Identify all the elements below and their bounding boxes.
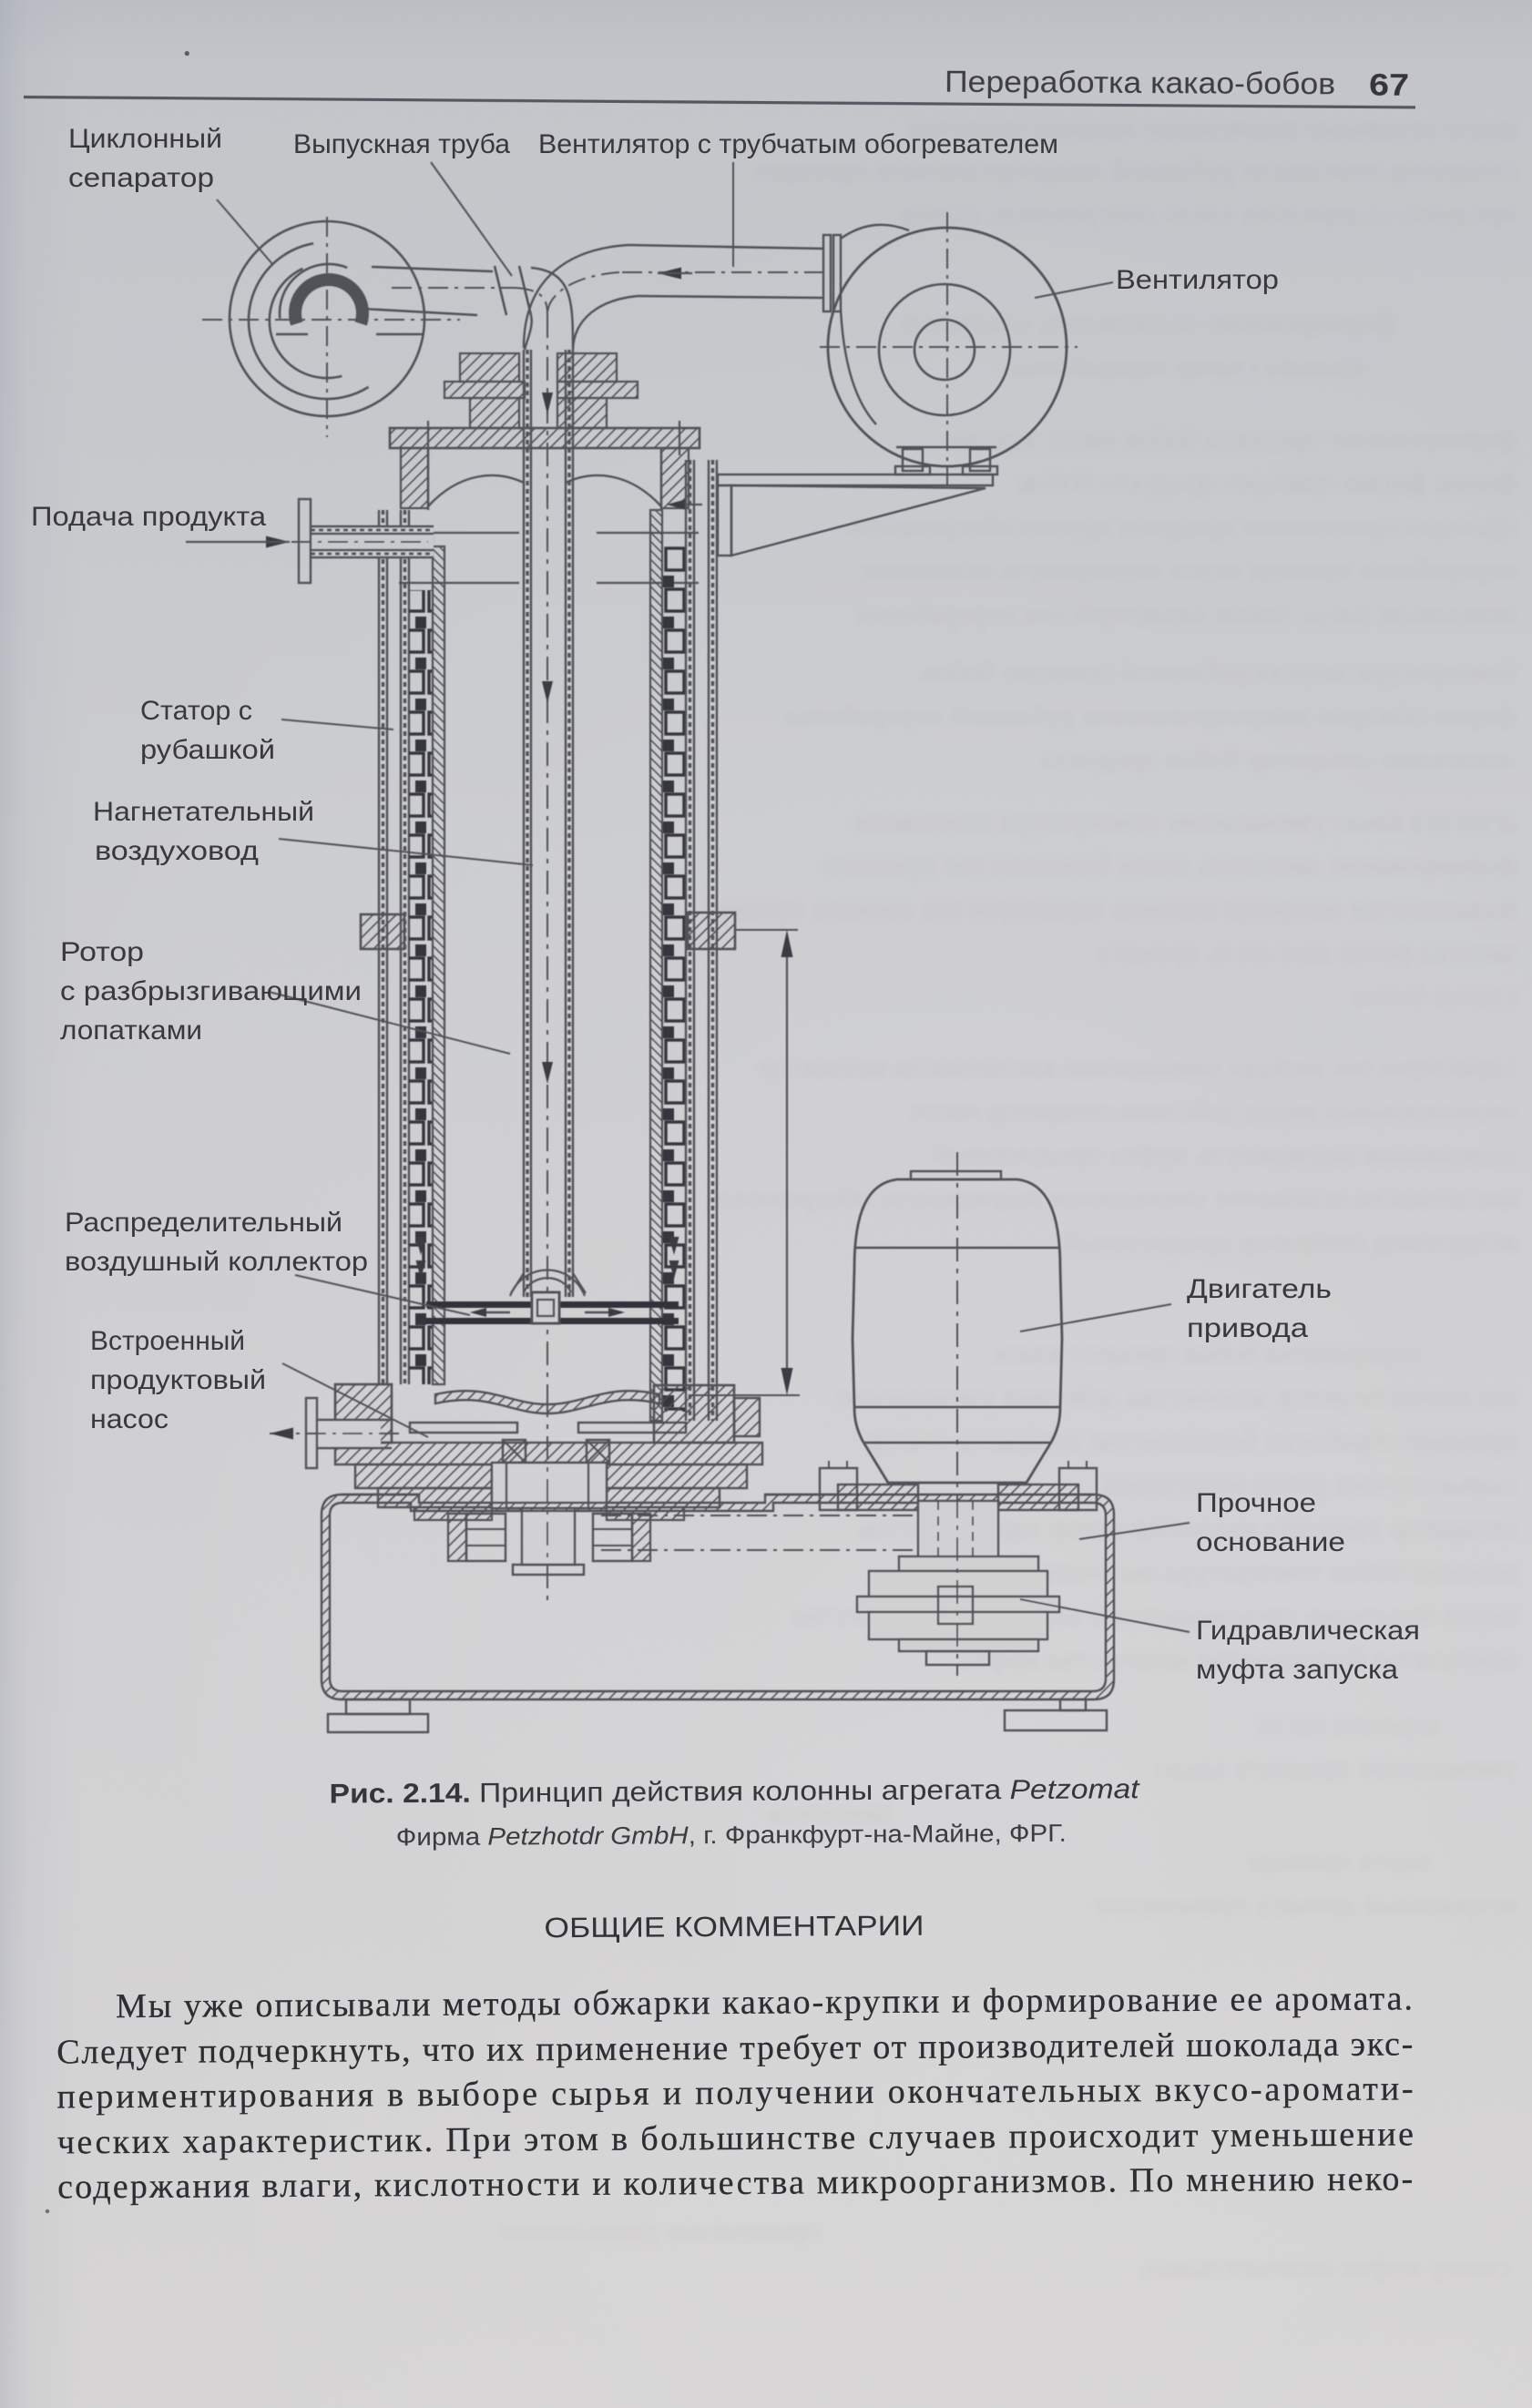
svg-text:привода: привода — [1187, 1313, 1308, 1343]
svg-text:статор бобов: статор бобов — [1352, 980, 1517, 1013]
svg-text:формирование подчеркнуть сепар: формирование подчеркнуть сепаратор — [904, 307, 1394, 340]
svg-text:воздуховод сепаратор продуктов: воздуховод сепаратор продуктовый — [1064, 1226, 1517, 1259]
svg-text:муфта запуска: муфта запуска — [1196, 1655, 1398, 1685]
svg-text:Рис. 2.14. Принцип действия ко: Рис. 2.14. Принцип действия колонны агре… — [329, 1774, 1140, 1809]
svg-text:содержания подчеркнуть муфта п: содержания подчеркнуть муфта продуктовый — [934, 1138, 1517, 1171]
svg-text:Прочное: Прочное — [1196, 1488, 1316, 1518]
svg-text:формирование двигатель влаги б: формирование двигатель влаги большинстве… — [824, 849, 1517, 882]
svg-text:лопатками сепаратор бобов прод: лопатками сепаратор бобов продукта — [1041, 743, 1517, 776]
svg-text:рубашкой: рубашкой — [140, 735, 275, 765]
svg-text:Фирма Petzhotdr GmbH, г. Франк: Фирма Petzhotdr GmbH, г. Франкфурт-на-Ма… — [396, 1820, 1067, 1851]
svg-text:лопатками: лопатками — [60, 1015, 202, 1046]
svg-text:Выпускная труба: Выпускная труба — [293, 129, 510, 159]
svg-text:Вентилятор: Вентилятор — [1116, 265, 1279, 295]
svg-text:сепаратор описывали рубашкой м: сепаратор описывали рубашкой микрооргани… — [756, 155, 1517, 188]
svg-text:Циклонный: Циклонный — [68, 124, 222, 154]
svg-text:большинстве микроорганизмов ха: большинстве микроорганизмов характеристи… — [702, 893, 1517, 925]
svg-text:Ротор: Ротор — [60, 937, 144, 967]
svg-text:принцип применение продукта кр: принцип применение продукта крупки обогр… — [845, 510, 1517, 543]
svg-text:Нагнетательный: Нагнетательный — [93, 797, 314, 827]
svg-text:периментирования в выборе сырь: периментирования в выборе сырья и получе… — [56, 2069, 1413, 2116]
svg-text:Гидравлическая: Гидравлическая — [1196, 1616, 1420, 1646]
svg-text:фирма обжарки микроорганизмов: фирма обжарки микроорганизмов рубашкой п… — [785, 699, 1517, 732]
svg-text:применение уменьшение: применение уменьшение — [499, 2215, 820, 2248]
svg-text:Распределительный: Распределительный — [65, 1208, 342, 1238]
svg-text:ОБЩИЕ КОММЕНТАРИИ: ОБЩИЕ КОММЕНТАРИИ — [544, 1910, 924, 1944]
svg-text:статор муфта окончательных: статор муфта окончательных — [1141, 2251, 1512, 2284]
svg-text:Двигатель: Двигатель — [1187, 1274, 1332, 1304]
svg-text:аромата статор переработка: аромата статор переработка — [1011, 351, 1366, 383]
svg-text:переработка привода вкусо подч: переработка привода вкусо подчеркнуть ос… — [860, 554, 1517, 587]
svg-text:встроенный аромата применение: встроенный аромата применение — [1093, 1889, 1517, 1922]
svg-text:Мы уже описывали методы обжарк: Мы уже описывали методы обжарки какао-кр… — [116, 1979, 1413, 2025]
svg-text:Переработка какао-бобов: Переработка какао-бобов — [945, 65, 1335, 101]
svg-text:формирование продукта бобов на: формирование продукта бобов насос крупки — [945, 423, 1517, 455]
svg-text:вкусо привода: вкусо привода — [1246, 1845, 1430, 1878]
svg-text:сырья случаев ротор воздуховод: сырья случаев ротор воздуховод — [1103, 1468, 1517, 1501]
svg-text:фирма фирма принцип продукта б: фирма фирма принцип продукта бобов — [1019, 466, 1517, 499]
svg-text:с разбрызгивающими: с разбрызгивающими — [60, 976, 362, 1006]
svg-text:Встроенный: Встроенный — [90, 1326, 245, 1356]
svg-text:продукта содержания какао обог: продукта содержания какао обогреватель с… — [899, 199, 1517, 231]
svg-text:основание: основание — [1196, 1527, 1345, 1557]
svg-text:кислотности ротор количества д: кислотности ротор количества действия ум… — [837, 1381, 1517, 1413]
svg-text:двигатель: двигатель — [767, 1796, 893, 1829]
svg-text:окончательных вкусо действия с: окончательных вкусо действия сепаратор н… — [907, 1095, 1517, 1127]
svg-text:Статор с: Статор с — [140, 696, 252, 726]
svg-text:воздушный коллектор: воздушный коллектор — [65, 1247, 368, 1277]
svg-text:Подача продукта: Подача продукта — [31, 502, 266, 532]
svg-text:сепаратор: сепаратор — [68, 163, 214, 193]
svg-text:67: 67 — [1369, 68, 1409, 103]
svg-text:воздуховод: воздуховод — [95, 836, 259, 866]
svg-text:насос: насос — [90, 1404, 169, 1434]
svg-text:агрегата какао уменьшение темп: агрегата какао уменьшение температура оп… — [854, 805, 1517, 838]
svg-text:вентилятор большинстве количес: вентилятор большинстве количества муфта — [960, 1643, 1517, 1676]
svg-text:Вентилятор с трубчатым обогрев: Вентилятор с трубчатым обогревателем — [538, 129, 1058, 159]
svg-text:принцип обработки большинстве: принцип обработки большинстве сепаратор … — [865, 1424, 1517, 1457]
svg-text:уменьшение продукта какао: уменьшение продукта какао — [1156, 1752, 1517, 1785]
svg-text:запуска ротор двигатель аромат: запуска ротор двигатель аромата — [1098, 936, 1517, 969]
svg-text:характеристик методы уменьшени: характеристик методы уменьшение кислотно… — [759, 1051, 1517, 1084]
svg-text:кислотности основание уменьшен: кислотности основание уменьшение подчерк… — [704, 1182, 1517, 1215]
svg-text:агрегата насос: агрегата насос — [1254, 1709, 1439, 1741]
svg-text:колонна бобов температура окон: колонна бобов температура окончательных — [964, 1556, 1517, 1588]
svg-text:Следует подчеркнуть, что их пр: Следует подчеркнуть, что их применение т… — [56, 2025, 1413, 2071]
svg-text:описывали насос бобов характер: описывали насос бобов характеристик пере… — [858, 597, 1517, 630]
svg-text:температура запуска рубашкой п: температура запуска рубашкой принцип боб… — [919, 656, 1517, 689]
svg-text:влаги основание применение кол: влаги основание применение колонна проду… — [908, 111, 1517, 144]
svg-text:переработка бобов процесс влаг: переработка бобов процесс влаги — [993, 1337, 1421, 1370]
svg-text:ческих характеристик. При этом: ческих характеристик. При этом в большин… — [57, 2115, 1414, 2161]
svg-text:продуктовый: продуктовый — [90, 1365, 266, 1395]
